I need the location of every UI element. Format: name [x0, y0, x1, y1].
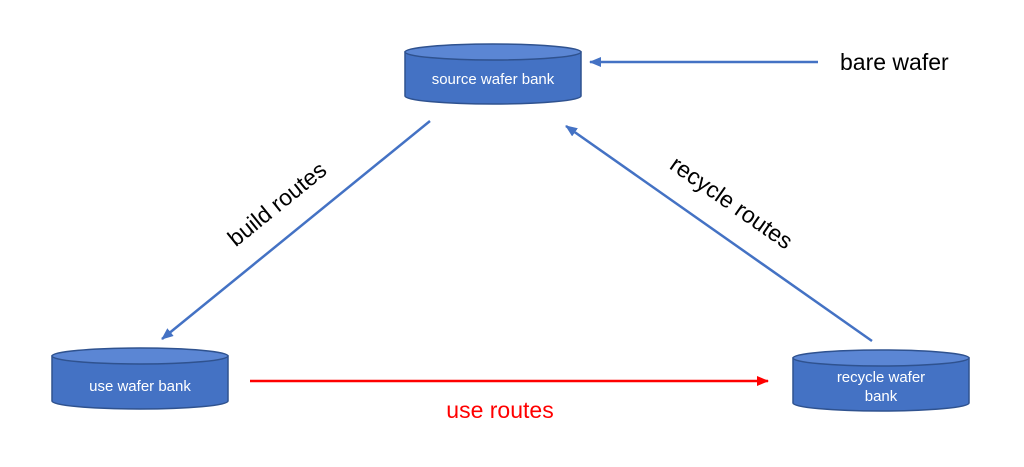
recycle-routes-label: recycle routes — [665, 151, 797, 254]
bare-wafer-label: bare wafer — [840, 49, 949, 75]
build-routes-label: build routes — [223, 156, 332, 251]
recycle-wafer-bank-label-line2: bank — [865, 388, 898, 405]
recycle-cylinder-body — [792, 357, 970, 412]
use-wafer-bank-node: use wafer bank — [51, 347, 229, 410]
build-routes-arrow — [161, 120, 431, 340]
recycle-cylinder-top — [792, 349, 970, 367]
source-cylinder-body — [404, 51, 582, 105]
source-wafer-bank-node: source wafer bank — [404, 43, 582, 105]
source-cylinder-top — [404, 43, 582, 61]
recycle-wafer-bank-node: recycle wafer bank — [792, 349, 970, 412]
recycle-wafer-bank-label-line1: recycle wafer — [837, 369, 925, 386]
use-cylinder-top — [51, 347, 229, 365]
use-wafer-bank-label: use wafer bank — [89, 378, 191, 395]
use-cylinder-body — [51, 355, 229, 410]
recycle-routes-arrow — [565, 124, 873, 343]
source-wafer-bank-label: source wafer bank — [432, 71, 555, 88]
use-routes-label: use routes — [446, 397, 553, 423]
